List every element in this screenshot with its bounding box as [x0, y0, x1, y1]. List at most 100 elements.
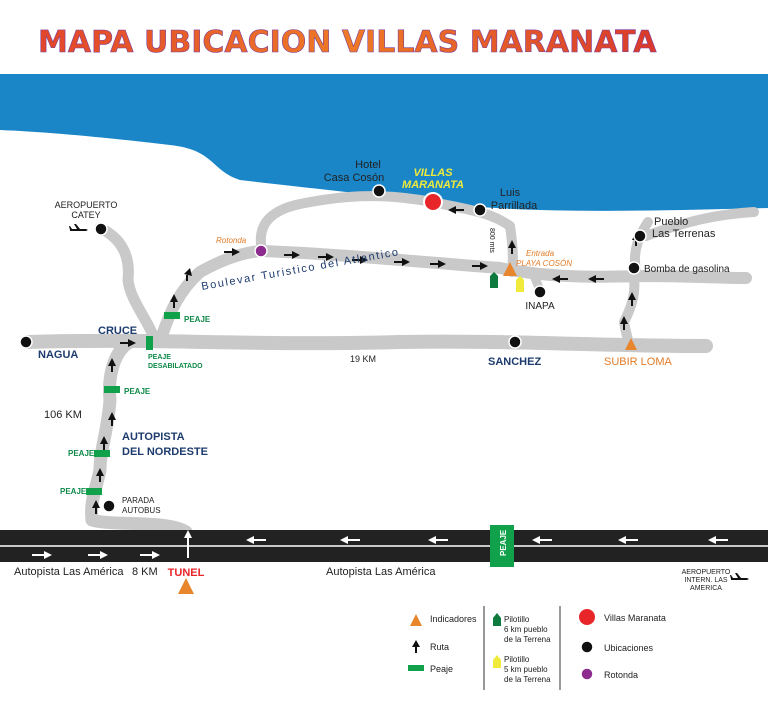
ubicacion-aeropuerto-catey: [94, 222, 108, 236]
legend-rotonda-icon: [580, 667, 594, 681]
ubicacion-pueblo: [633, 229, 647, 243]
route-arrows: [92, 206, 640, 514]
pilotillo-yellow: [516, 276, 524, 292]
route-arrow-icon: [224, 248, 240, 256]
label-peaje-boulevard: PEAJE: [184, 315, 211, 324]
label-aeropuerto-catey-2: CATEY: [71, 210, 100, 220]
route-arrow-icon: [108, 358, 116, 372]
ubicacion-luis: [473, 203, 487, 217]
legend-ruta: Ruta: [430, 642, 449, 652]
label-8km: 8 KM: [132, 566, 158, 578]
arrow-left-icon: [532, 536, 552, 544]
legend-pilotillo-yellow-icon: [493, 655, 501, 668]
legend-pil-yellow: Pilotillo: [504, 655, 530, 664]
route-arrow-icon: [352, 256, 368, 264]
legend-pil-yellow-3: de la Terrena: [504, 675, 551, 684]
route-arrow-icon: [588, 275, 604, 283]
legend-rotonda: Rotonda: [604, 670, 638, 680]
label-autopista-nordeste: AUTOPISTA: [122, 431, 185, 443]
route-arrow-icon: [448, 206, 464, 214]
map-title: MAPA UBICACION VILLAS MARANATA: [38, 25, 657, 60]
sea: [0, 74, 768, 211]
label-aero-intern: AEROPUERTO: [682, 569, 731, 576]
label-subir-loma: SUBIR LOMA: [604, 356, 673, 368]
legend-pilotillo-green-icon: [493, 613, 501, 626]
label-villas: VILLAS: [413, 167, 453, 179]
label-hotel: Hotel: [355, 159, 381, 171]
rotonda-marker: [254, 244, 268, 258]
road-pueblo: [630, 207, 759, 275]
peaje-marker: [164, 312, 180, 319]
peaje-marker: [86, 488, 102, 495]
label-rotonda: Rotonda: [216, 236, 247, 245]
route-arrow-icon: [184, 268, 192, 281]
peaje-marker: [146, 336, 153, 350]
airplane-icon: [730, 573, 749, 580]
label-peaje-nordeste-3: PEAJE: [60, 487, 87, 496]
road-network: [21, 191, 759, 549]
map-legend: Indicadores Ruta Peaje Pilotillo 6 km pu…: [408, 606, 666, 690]
label-autopista-americas-center: Autopista Las América: [326, 566, 436, 578]
route-arrow-icon: [472, 262, 488, 270]
route-arrow-icon: [170, 294, 178, 308]
route-arrow-icon: [284, 251, 300, 259]
legend-pil-yellow-2: 5 km pueblo: [504, 665, 548, 674]
label-inapa: INAPA: [525, 301, 555, 312]
highway-arrows: [32, 530, 728, 559]
ubicacion-sanchez: [508, 335, 522, 349]
legend-indicator-icon: [410, 614, 422, 626]
peaje-marker: [94, 450, 110, 457]
label-nagua: NAGUA: [38, 349, 78, 361]
ubicacion-hotel: [372, 184, 386, 198]
label-luis: Luis: [500, 187, 521, 199]
route-arrow-icon: [628, 292, 636, 306]
arrow-left-icon: [340, 536, 360, 544]
peaje-marker: [104, 386, 120, 393]
route-arrow-icon: [620, 316, 628, 330]
ubicacion-inapa: [533, 285, 547, 299]
legend-ubicaciones: Ubicaciones: [604, 643, 654, 653]
route-arrow-icon: [430, 260, 446, 268]
label-autopista-americas-left: Autopista Las América: [14, 566, 124, 578]
arrow-up-icon: [184, 530, 192, 558]
route-arrow-icon: [508, 240, 516, 254]
legend-pil-green: Pilotillo: [504, 615, 530, 624]
arrow-left-icon: [618, 536, 638, 544]
label-pueblo-2: Las Terrenas: [652, 228, 716, 240]
label-entrada: Entrada: [526, 249, 555, 258]
road-aeropuerto-catey: [94, 222, 160, 344]
label-peaje-nordeste-1: PEAJE: [124, 387, 151, 396]
ubicacion-bomba: [627, 261, 641, 275]
indicator-subir-loma: [625, 338, 637, 350]
indicator-tunel: [178, 578, 194, 594]
ubicacion-parada: [102, 499, 116, 513]
route-arrow-icon: [96, 468, 104, 482]
legend-pil-green-3: de la Terrena: [504, 635, 551, 644]
arrow-left-icon: [246, 536, 266, 544]
legend-pil-green-2: 6 km pueblo: [504, 625, 548, 634]
label-aero-intern-2: INTERN. LAS: [684, 577, 728, 584]
label-peaje-desabilitado: PEAJE: [148, 354, 171, 361]
legend-ruta-icon: [412, 640, 420, 653]
arrow-left-icon: [428, 536, 448, 544]
label-19km: 19 KM: [350, 354, 376, 364]
label-bomba: Bomba de gasolina: [644, 264, 730, 275]
arrow-right-icon: [140, 551, 160, 559]
label-autopista-nordeste-2: DEL NORDESTE: [122, 446, 208, 458]
route-arrow-icon: [394, 258, 410, 266]
road-boulevard: [154, 245, 752, 348]
peaje-markers: [86, 312, 514, 567]
label-peaje-nordeste-2: PEAJE: [68, 449, 95, 458]
label-peaje-desabilitado-2: DESABILATADO: [148, 363, 203, 370]
label-luis-2: Parrillada: [491, 200, 538, 212]
arrow-right-icon: [32, 551, 52, 559]
legend-indicadores: Indicadores: [430, 614, 477, 624]
route-arrow-icon: [100, 436, 108, 450]
route-arrow-icon: [552, 275, 568, 283]
label-sanchez: SANCHEZ: [488, 356, 541, 368]
villas-maranata-marker: [423, 192, 443, 212]
legend-villas-icon: [577, 607, 597, 627]
label-pueblo: Pueblo: [654, 216, 688, 228]
indicator-entrada: [503, 262, 517, 276]
